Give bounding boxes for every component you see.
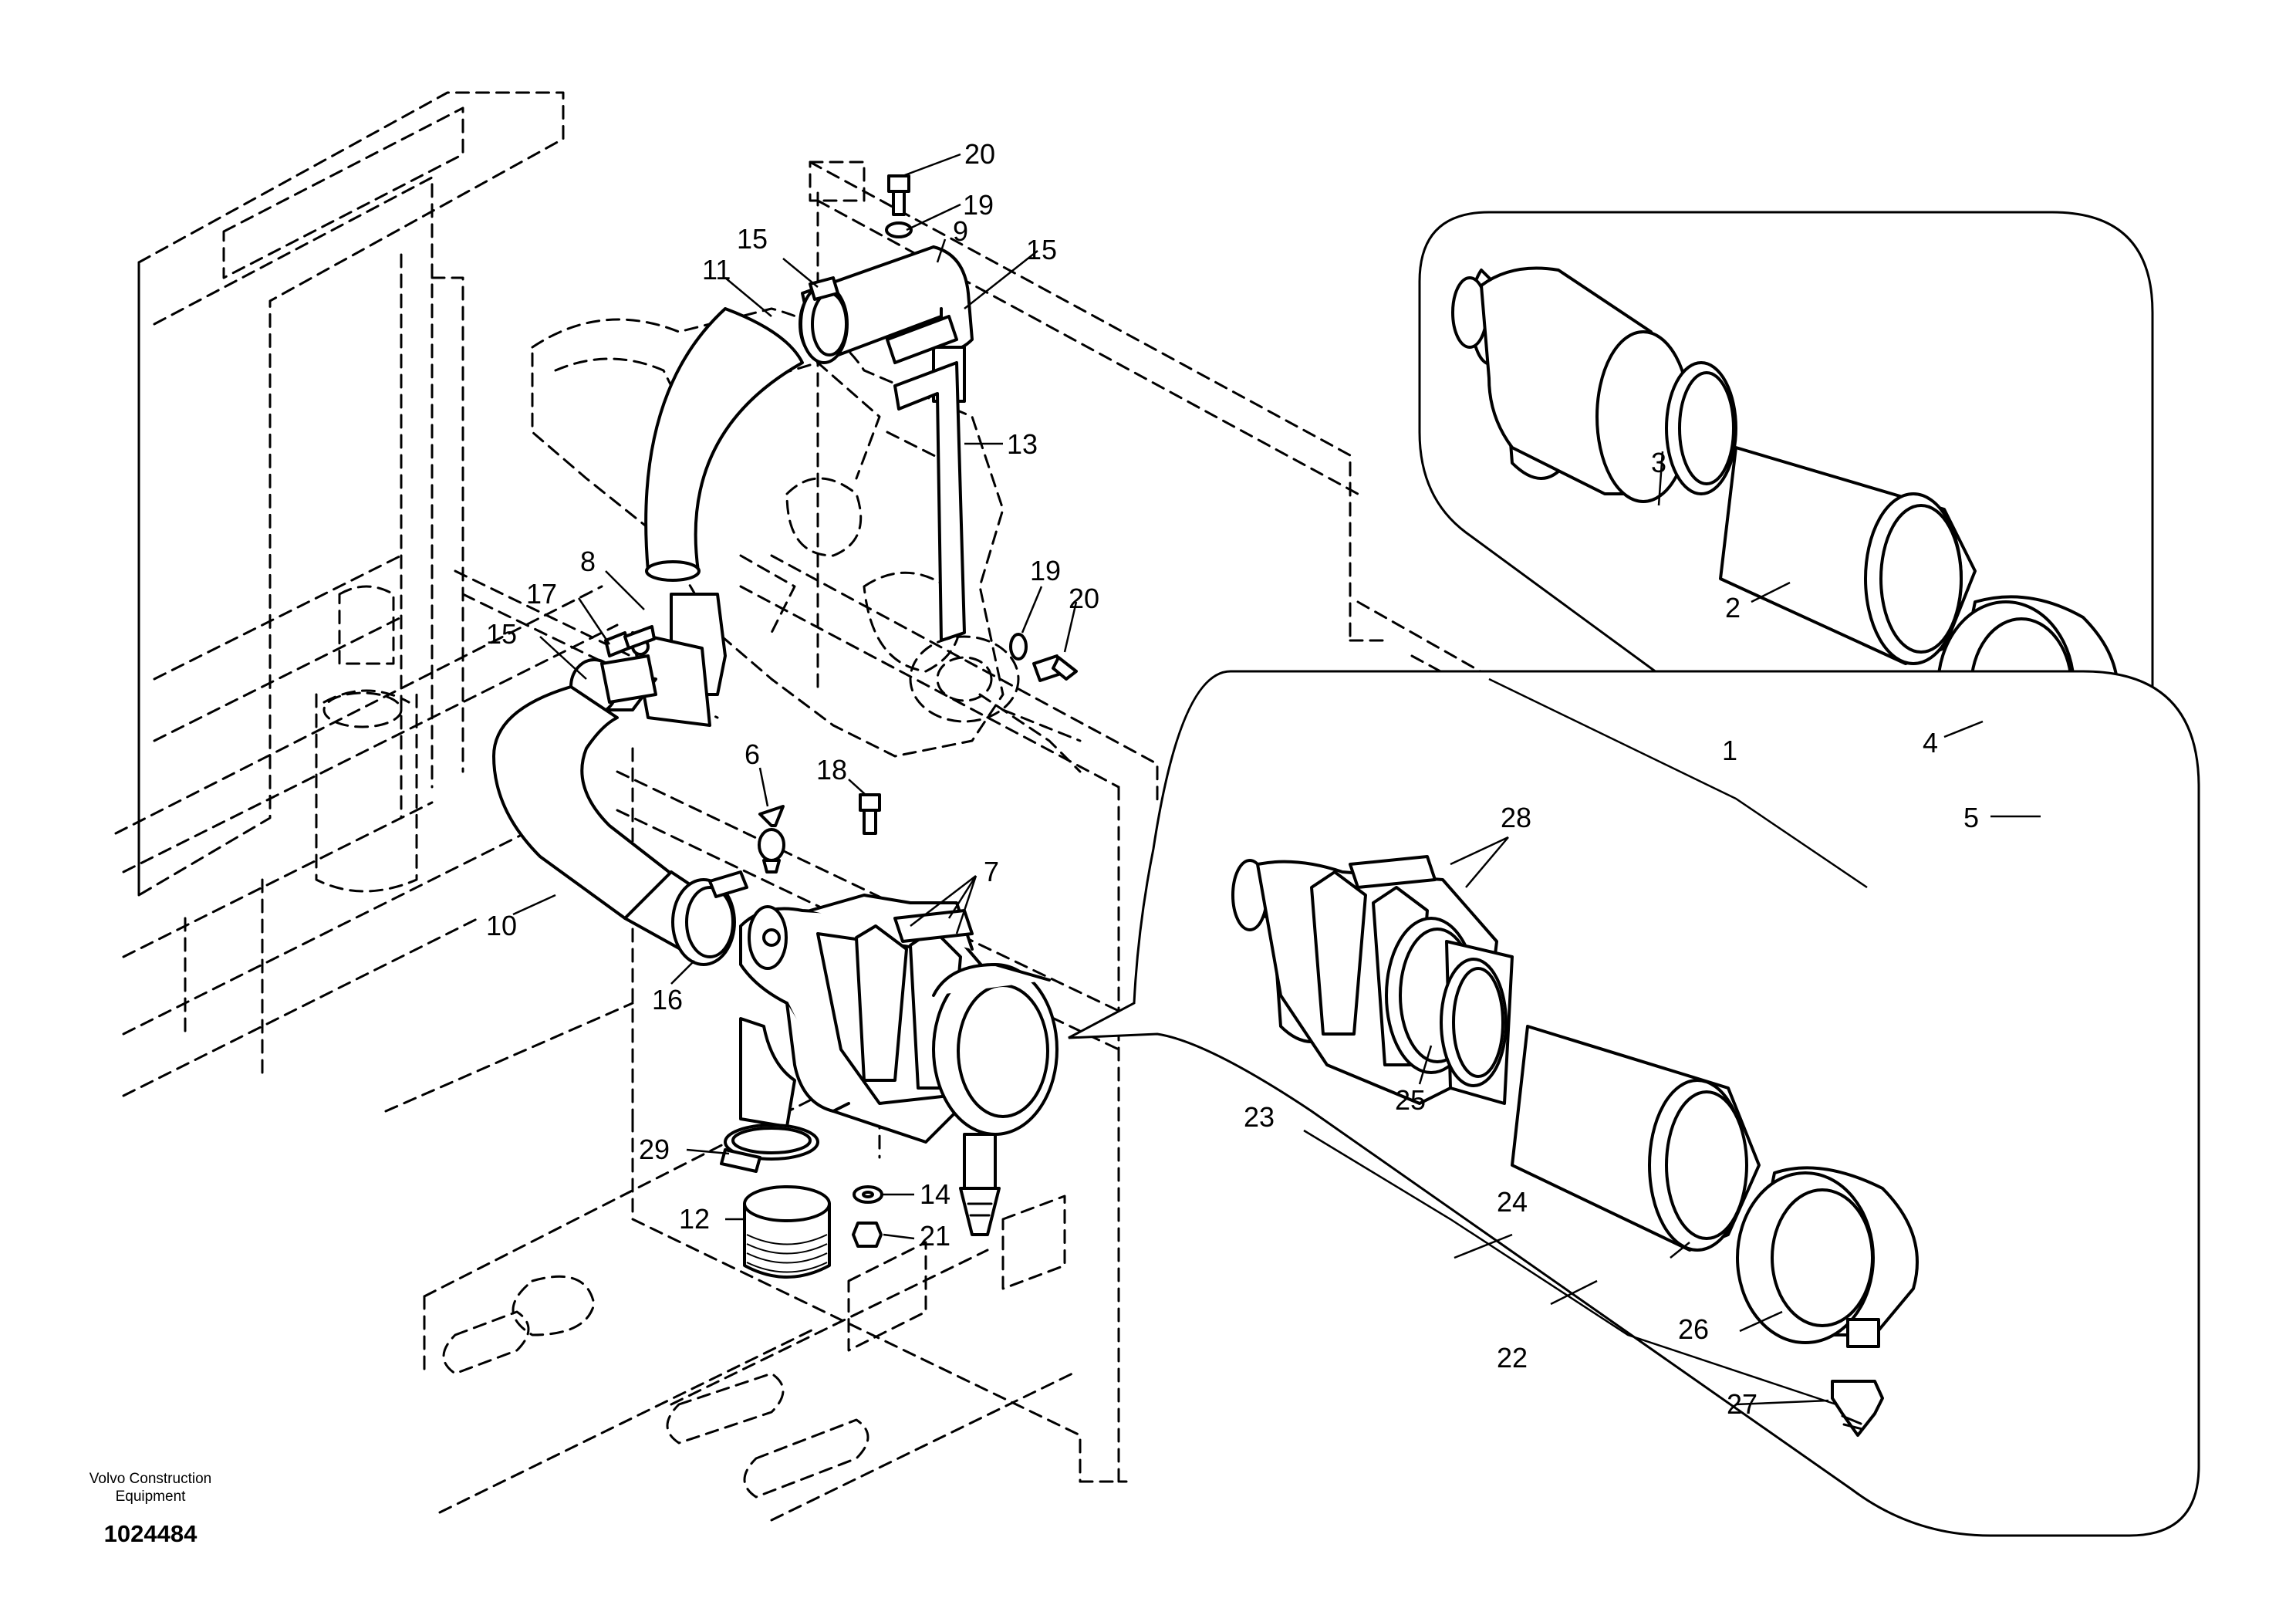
- nut-21: [852, 1222, 883, 1248]
- callout-19-side: 19: [1030, 555, 1061, 586]
- callout-1: 1: [1722, 735, 1737, 766]
- callout-3: 3: [1651, 447, 1666, 478]
- dust-valve-main: [959, 1133, 1001, 1236]
- pre-screen-12: [743, 1185, 831, 1279]
- callout-16: 16: [652, 984, 683, 1015]
- callout-2: 2: [1725, 592, 1741, 623]
- document-number: 1024484: [103, 1520, 198, 1547]
- callout-15-right: 15: [1026, 234, 1057, 265]
- callout-27: 27: [1727, 1388, 1757, 1420]
- leader-lines: [512, 153, 2041, 1406]
- hose-clamp-upper: [799, 276, 849, 364]
- washer-19-side: [1009, 633, 1028, 661]
- hose-clamp-16: [671, 870, 748, 966]
- washer-19-top: [885, 221, 913, 238]
- callout-20-side: 20: [1069, 583, 1099, 614]
- callout-8: 8: [580, 546, 596, 577]
- inset-filter-assembly-22: [1068, 670, 2200, 1537]
- callout-28: 28: [1501, 802, 1531, 833]
- bolt-18: [859, 793, 881, 835]
- callout-23: 23: [1244, 1101, 1275, 1133]
- callout-13: 13: [1007, 428, 1038, 460]
- bolt-20-side: [1032, 654, 1078, 682]
- callout-11: 11: [702, 254, 731, 286]
- bolt-17: [604, 625, 656, 657]
- callout-20-top: 20: [964, 138, 995, 170]
- brand-line-2: Equipment: [115, 1489, 186, 1505]
- callout-25: 25: [1395, 1084, 1426, 1116]
- washer-14: [853, 1185, 883, 1204]
- callout-6: 6: [745, 738, 760, 770]
- callout-4: 4: [1923, 727, 1938, 759]
- callout-29: 29: [639, 1134, 670, 1165]
- callout-15-upper: 15: [737, 223, 768, 255]
- hose-clamp-29: [720, 1124, 819, 1173]
- callout-labels: 20 19 9 15 15 11 13 8 17 15 19 20 6 18 7…: [486, 138, 1979, 1420]
- restriction-indicator: [758, 805, 785, 874]
- callout-26: 26: [1678, 1313, 1709, 1345]
- brand-caption: Volvo Construction Equipment: [46, 1470, 255, 1505]
- callout-19-top: 19: [963, 189, 994, 221]
- callout-18: 18: [816, 754, 847, 786]
- brand-line-1: Volvo Construction: [89, 1471, 212, 1487]
- callout-10: 10: [486, 910, 517, 941]
- adapter-flange: [569, 593, 727, 727]
- callout-12: 12: [679, 1203, 710, 1235]
- callout-15-left: 15: [486, 618, 517, 650]
- callout-14: 14: [920, 1178, 950, 1210]
- callout-7: 7: [984, 856, 999, 887]
- callout-9: 9: [953, 215, 968, 247]
- callout-21: 21: [920, 1220, 950, 1252]
- support-bracket: [886, 315, 966, 642]
- bolt-20-top: [887, 174, 910, 216]
- callout-24: 24: [1497, 1186, 1528, 1218]
- callout-5: 5: [1963, 802, 1979, 833]
- callout-22: 22: [1497, 1342, 1528, 1374]
- callout-17: 17: [526, 578, 557, 610]
- air-cleaner-housing: [739, 894, 1059, 1144]
